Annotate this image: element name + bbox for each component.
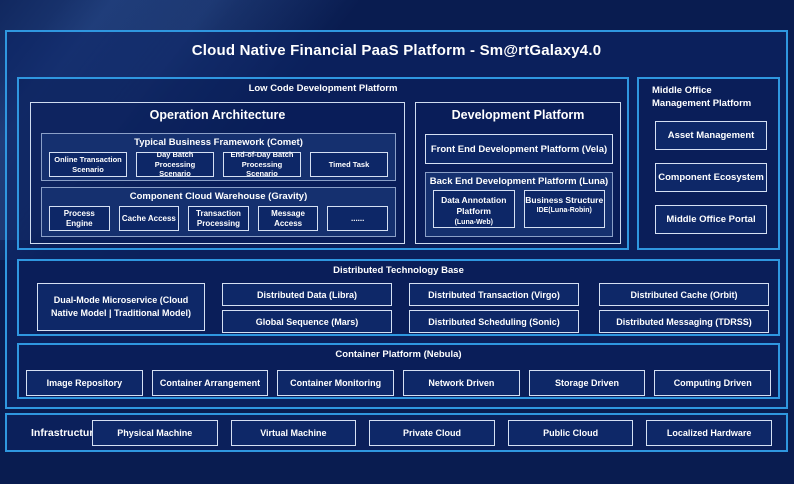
- typical-business-framework-comet-box: Typical Business Framework (Comet) Onlin…: [41, 133, 396, 181]
- message-access-box: Message Access: [257, 206, 319, 231]
- container-platform-items-row: Image Repository Container Arrangement C…: [26, 370, 772, 396]
- infrastructure-items-row: Physical Machine Virtual Machine Private…: [92, 420, 772, 446]
- process-engine-box: Process Engine: [49, 206, 110, 231]
- container-arrangement-box: Container Arrangement: [151, 370, 269, 396]
- ellipsis-box: ......: [327, 206, 388, 231]
- comet-title: Typical Business Framework (Comet): [134, 137, 303, 148]
- distributed-data-libra-box: Distributed Data (Libra): [222, 283, 392, 306]
- luna-title: Back End Development Platform (Luna): [429, 176, 609, 187]
- container-platform-nebula-section: Container Platform (Nebula) Image Reposi…: [17, 343, 780, 399]
- global-sequence-mars-box: Global Sequence (Mars): [222, 310, 392, 333]
- storage-driven-box: Storage Driven: [528, 370, 646, 396]
- gravity-items-row: Process Engine Cache Access Transaction …: [42, 202, 395, 231]
- cache-access-box: Cache Access: [118, 206, 180, 231]
- transaction-processing-box: Transaction Processing: [188, 206, 249, 231]
- data-annotation-platform-label: Data Annotation Platform: [441, 195, 507, 217]
- physical-machine-box: Physical Machine: [92, 420, 218, 446]
- component-ecosystem-box: Component Ecosystem: [655, 163, 767, 192]
- localized-hardware-box: Localized Hardware: [646, 420, 772, 446]
- comet-items-row: Online Transaction Scenario Day Batch Pr…: [42, 148, 395, 178]
- infrastructure-section: Infrastructure Physical Machine Virtual …: [5, 413, 788, 452]
- middle-office-management-platform-section: Middle Office Management Platform Asset …: [637, 77, 780, 250]
- front-end-development-platform-vela-box: Front End Development Platform (Vela): [425, 134, 613, 164]
- distributed-transaction-virgo-box: Distributed Transaction (Virgo): [409, 283, 579, 306]
- distributed-scheduling-sonic-box: Distributed Scheduling (Sonic): [409, 310, 579, 333]
- low-code-section-label: Low Code Development Platform: [248, 83, 398, 94]
- public-cloud-box: Public Cloud: [507, 420, 634, 446]
- virtual-machine-box: Virtual Machine: [230, 420, 357, 446]
- container-monitoring-box: Container Monitoring: [277, 370, 395, 396]
- gravity-title: Component Cloud Warehouse (Gravity): [129, 191, 308, 202]
- end-of-day-batch-processing-scenario-box: End-of-Day Batch Processing Scenario: [223, 150, 301, 178]
- data-annotation-platform-box: Data Annotation Platform (Luna-Web): [433, 190, 515, 228]
- asset-management-box: Asset Management: [655, 121, 767, 150]
- distributed-messaging-tdrss-box: Distributed Messaging (TDRSS): [599, 310, 769, 333]
- business-structure-ide-box: Business Structure IDE(Luna-Robin): [523, 190, 605, 228]
- main-platform-panel: Cloud Native Financial PaaS Platform - S…: [5, 30, 788, 409]
- infrastructure-label: Infrastructure: [31, 426, 100, 439]
- back-end-development-platform-luna-box: Back End Development Platform (Luna) Dat…: [425, 172, 613, 237]
- timed-task-box: Timed Task: [310, 152, 388, 177]
- middle-office-portal-box: Middle Office Portal: [655, 205, 767, 234]
- business-structure-ide-sublabel: IDE(Luna-Robin): [536, 207, 592, 215]
- data-annotation-platform-sublabel: (Luna-Web): [454, 218, 493, 226]
- container-platform-section-label: Container Platform (Nebula): [335, 349, 462, 360]
- luna-items-row: Data Annotation Platform (Luna-Web) Busi…: [426, 187, 612, 228]
- image-repository-box: Image Repository: [26, 370, 143, 396]
- day-batch-processing-scenario-box: Day Batch Processing Scenario: [136, 150, 214, 178]
- distributed-cache-orbit-box: Distributed Cache (Orbit): [599, 283, 769, 306]
- private-cloud-box: Private Cloud: [369, 420, 495, 446]
- development-platform-title: Development Platform: [451, 108, 585, 122]
- component-cloud-warehouse-gravity-box: Component Cloud Warehouse (Gravity) Proc…: [41, 187, 396, 237]
- development-platform-box: Development Platform Front End Developme…: [415, 102, 621, 244]
- operation-architecture-title: Operation Architecture: [149, 108, 286, 122]
- dual-mode-microservice-box: Dual-Mode Microservice (Cloud Native Mod…: [37, 283, 205, 331]
- business-structure-ide-label: Business Structure: [525, 195, 604, 205]
- distributed-section-label: Distributed Technology Base: [333, 265, 464, 276]
- operation-architecture-box: Operation Architecture Typical Business …: [30, 102, 405, 244]
- computing-driven-box: Computing Driven: [654, 370, 772, 396]
- page-title: Cloud Native Financial PaaS Platform - S…: [191, 42, 602, 59]
- low-code-development-platform-section: Low Code Development Platform Operation …: [17, 77, 629, 250]
- online-transaction-scenario-box: Online Transaction Scenario: [49, 152, 127, 177]
- distributed-technology-base-section: Distributed Technology Base Dual-Mode Mi…: [17, 259, 780, 336]
- network-driven-box: Network Driven: [403, 370, 520, 396]
- middle-office-section-label: Middle Office Management Platform: [652, 85, 752, 109]
